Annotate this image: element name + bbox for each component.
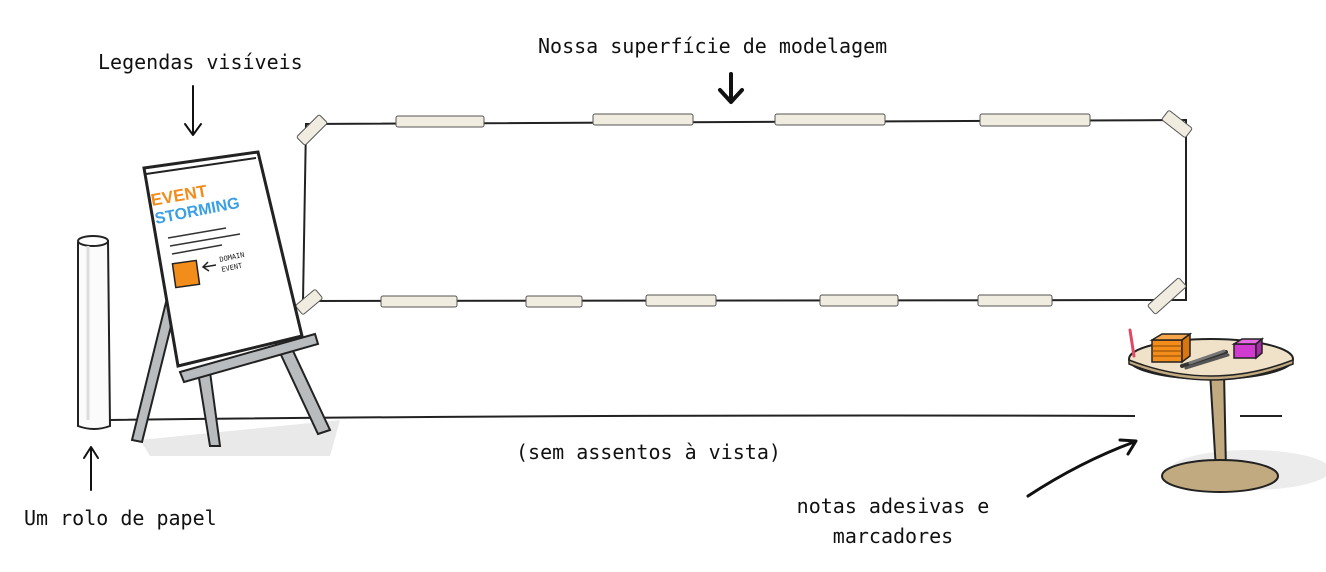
corner-tape <box>1161 110 1193 138</box>
tape-strip <box>819 294 899 307</box>
flipchart-board <box>142 150 304 368</box>
magenta-sticky-pad <box>1231 337 1265 360</box>
surface-arrow-icon <box>718 72 744 104</box>
tape-strip <box>774 113 886 126</box>
label-paper-roll: Um rolo de papel <box>24 506 217 530</box>
tape-strip <box>525 295 583 308</box>
label-modeling-surface: Nossa superfície de modelagem <box>538 34 888 58</box>
flipchart-text-line <box>167 227 227 239</box>
tape-strip <box>645 294 717 307</box>
red-marker <box>1128 328 1136 358</box>
label-sticky-notes-line2: marcadores <box>832 524 954 548</box>
supplies-table <box>1128 328 1294 493</box>
orange-sticky-pads <box>1149 332 1193 364</box>
floor-line <box>109 414 1282 421</box>
surface-frame <box>301 118 1187 303</box>
label-legends: Legendas visíveis <box>98 50 303 74</box>
label-sticky-notes-line1: notas adesivas e <box>796 494 990 518</box>
label-no-seats: (sem assentos à vista) <box>516 440 781 464</box>
sticky-pointer-arrow-icon <box>201 261 217 272</box>
tape-strip <box>979 113 1091 127</box>
tape-strip <box>395 115 485 128</box>
markers <box>1180 349 1230 370</box>
tape-strip <box>977 294 1053 307</box>
corner-tape <box>1147 277 1187 315</box>
legend-arrow-icon <box>184 85 202 136</box>
table-base <box>1161 459 1279 493</box>
easel-shadow <box>140 420 340 456</box>
corner-tape <box>295 289 323 315</box>
paper-roll <box>77 235 112 430</box>
domain-event-sticky <box>171 259 201 289</box>
paper-roll-arrow-icon <box>83 446 99 491</box>
flipchart-text-line <box>171 244 223 255</box>
supplies-arrow-icon <box>1026 438 1138 498</box>
modeling-surface <box>295 110 1193 315</box>
flipchart-easel: EVENT STORMING DOMAIN EVENT <box>130 150 332 447</box>
flipchart-text-line <box>169 233 241 247</box>
tape-strip <box>592 113 694 126</box>
tape-strip <box>380 295 458 308</box>
label-sticky-notes-markers: notas adesivas e marcadores <box>778 494 1008 548</box>
corner-tape <box>296 114 328 146</box>
